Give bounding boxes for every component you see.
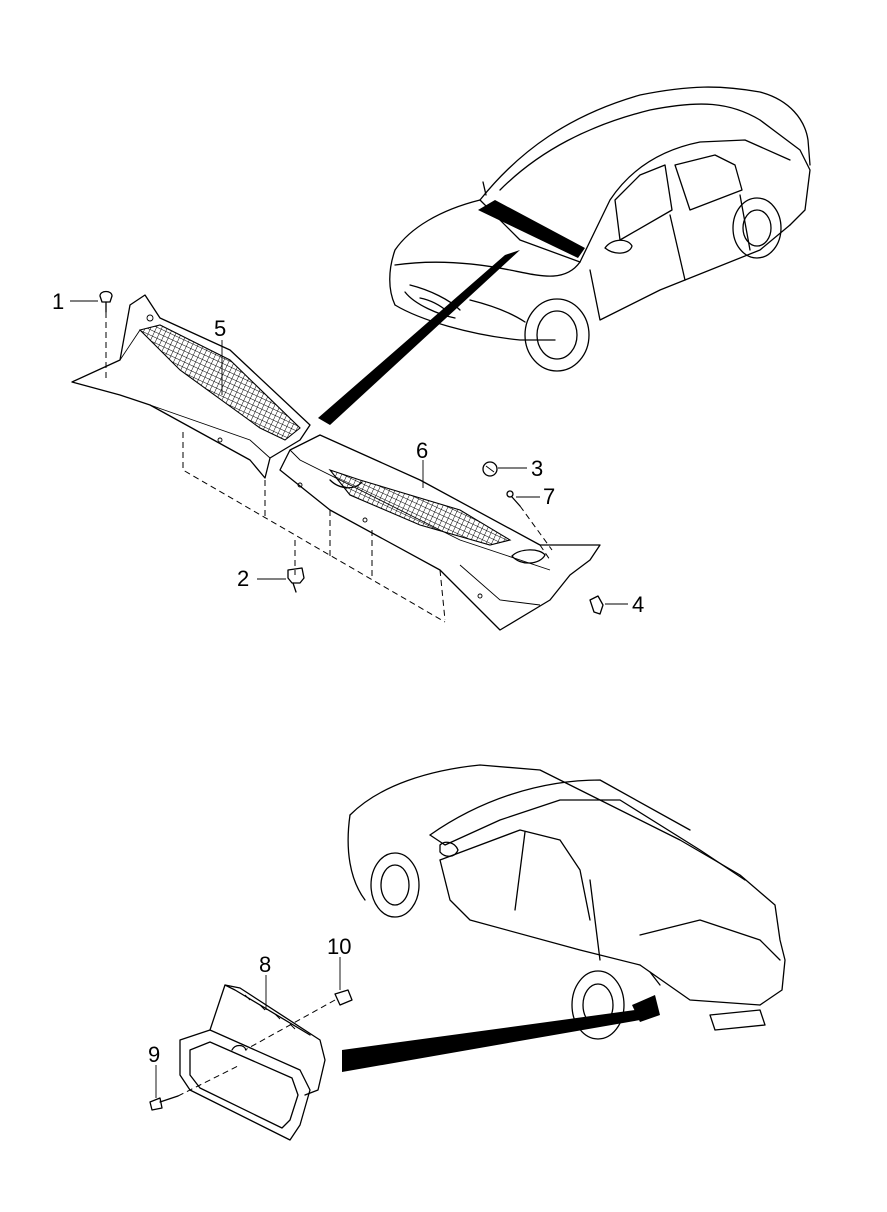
callout-9: 9 (148, 1042, 160, 1067)
cowl-panel-left (71, 294, 311, 479)
callout-7: 7 (543, 484, 555, 509)
callout-labels: 1 5 6 3 7 2 4 8 10 9 (52, 289, 644, 1067)
rear-car-illustration (347, 764, 786, 1040)
clip-guide-lines (182, 432, 551, 623)
cowl-panel-right (279, 434, 601, 631)
extractor-vent (179, 984, 326, 1141)
leader-lines-bottom (155, 957, 341, 1098)
screw-7 (506, 490, 553, 551)
clip-2 (287, 567, 305, 593)
pointer-arrow-bottom (342, 1010, 640, 1072)
callout-1: 1 (52, 289, 64, 314)
pointer-arrow-top (318, 250, 520, 425)
leader-lines-top (70, 300, 628, 605)
cap-3 (482, 461, 498, 477)
front-car-illustration (389, 86, 811, 372)
callout-6: 6 (416, 438, 428, 463)
callout-2: 2 (237, 566, 249, 591)
clip-10 (244, 989, 353, 1051)
callout-8: 8 (259, 952, 271, 977)
callout-10: 10 (327, 934, 351, 959)
screw-1 (99, 290, 113, 380)
clip-4 (589, 595, 604, 615)
callout-4: 4 (632, 592, 644, 617)
callout-3: 3 (531, 456, 543, 481)
callout-5: 5 (214, 316, 226, 341)
screw-9 (149, 1064, 241, 1111)
